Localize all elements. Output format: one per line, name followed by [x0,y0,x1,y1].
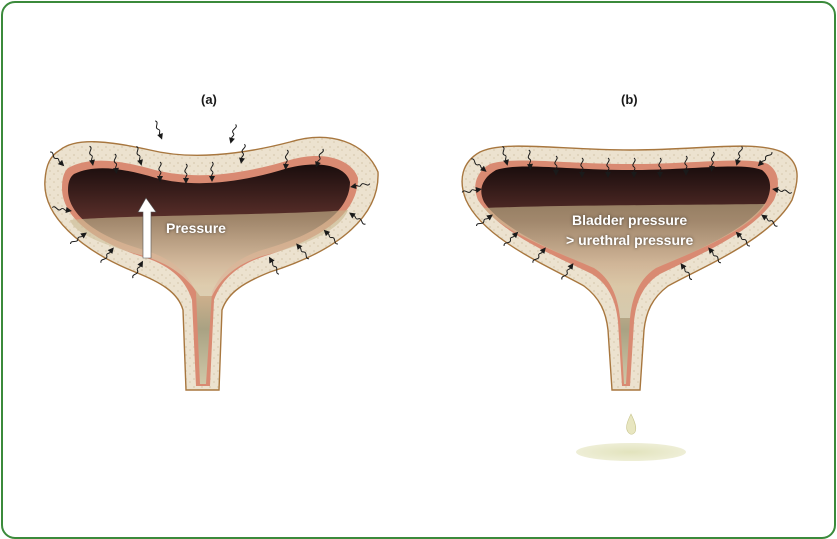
bladder-b [462,146,797,461]
panel-label-a: (a) [201,92,217,107]
pressure-label: Pressure [166,220,226,236]
bladder-pressure-label: Bladder pressure [572,212,687,228]
urethral-pressure-label: > urethral pressure [566,232,693,248]
droplet-icon [627,414,636,434]
panel-label-b: (b) [621,92,638,107]
bladder-a [45,120,378,390]
urine-pool [576,443,686,461]
